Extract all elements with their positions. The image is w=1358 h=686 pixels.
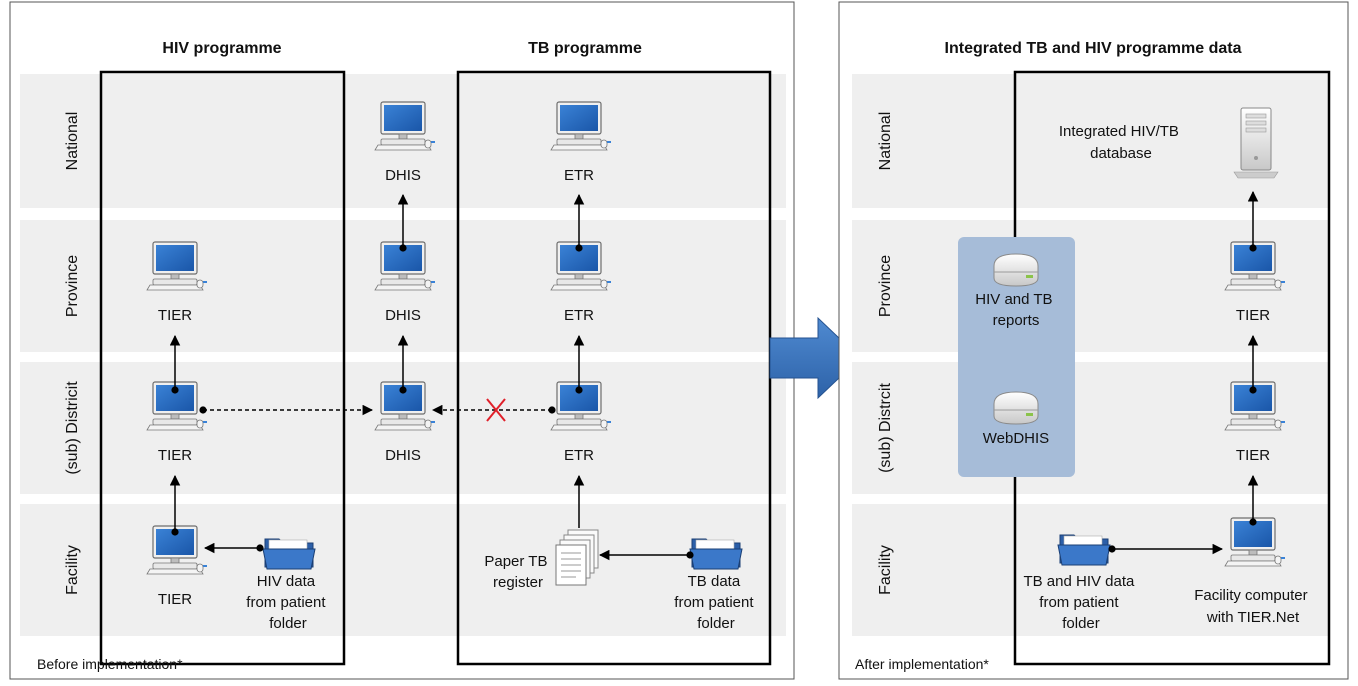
etr-district-label: ETR bbox=[564, 447, 594, 464]
after-folder-label: TB and HIV data from patient folder bbox=[1023, 573, 1138, 632]
after-level-province-label: Province bbox=[877, 255, 894, 317]
after-level-district-label: (sub) Distrcit bbox=[877, 383, 894, 473]
hiv-programme-heading: HIV programme bbox=[162, 40, 281, 57]
paper-register-icon bbox=[555, 529, 599, 586]
level-facility-label: Facility bbox=[64, 545, 81, 595]
server-icon bbox=[1233, 107, 1279, 179]
integrated-db-label: Integrated HIV/TB database bbox=[1059, 123, 1183, 162]
etr-province-label: ETR bbox=[564, 307, 594, 324]
hiv-programme-box bbox=[99, 70, 346, 666]
band-facility bbox=[20, 504, 786, 636]
level-district-label: (sub) Districit bbox=[64, 381, 81, 475]
tb-programme-heading: TB programme bbox=[528, 40, 642, 57]
integrated-heading: Integrated TB and HIV programme data bbox=[945, 40, 1242, 57]
after-level-national-label: National bbox=[877, 112, 894, 171]
webdhis-label: WebDHIS bbox=[983, 430, 1049, 447]
webdhis-drive-icon bbox=[993, 391, 1039, 425]
tb-folder-label: TB data from patient folder bbox=[674, 573, 757, 632]
etr-national-label: ETR bbox=[564, 167, 594, 184]
before-row-bands bbox=[20, 74, 786, 636]
level-province-label: Province bbox=[64, 255, 81, 317]
facility-computer-label: Facility computer with TIER.Net bbox=[1194, 587, 1312, 626]
hiv-province-label: TIER bbox=[158, 307, 192, 324]
tb-folder-icon bbox=[689, 538, 743, 570]
dhis-district-label: DHIS bbox=[385, 447, 421, 464]
hiv-folder-label: HIV data from patient folder bbox=[246, 573, 329, 632]
before-arrows bbox=[169, 193, 694, 561]
dhis-national-label: DHIS bbox=[385, 167, 421, 184]
broken-link-x-icon bbox=[486, 398, 506, 422]
dhis-province-label: DHIS bbox=[385, 307, 421, 324]
reports-label: HIV and TB reports bbox=[975, 291, 1056, 329]
after-folder-icon bbox=[1057, 534, 1111, 566]
paper-register-label: Paper TB register bbox=[484, 553, 551, 591]
before-caption: Before implementation* bbox=[37, 656, 183, 672]
after-province-label: TIER bbox=[1236, 307, 1270, 324]
hiv-district-label: TIER bbox=[158, 447, 192, 464]
level-national-label: National bbox=[64, 112, 81, 171]
after-district-label: TIER bbox=[1236, 447, 1270, 464]
reports-panel bbox=[958, 237, 1075, 477]
after-level-facility-label: Facility bbox=[877, 545, 894, 595]
after-arrows bbox=[1108, 190, 1259, 555]
hiv-folder-icon bbox=[262, 538, 316, 570]
hiv-facility-label: TIER bbox=[158, 591, 192, 608]
after-caption: After implementation* bbox=[855, 656, 989, 672]
reports-drive-icon bbox=[993, 253, 1039, 287]
